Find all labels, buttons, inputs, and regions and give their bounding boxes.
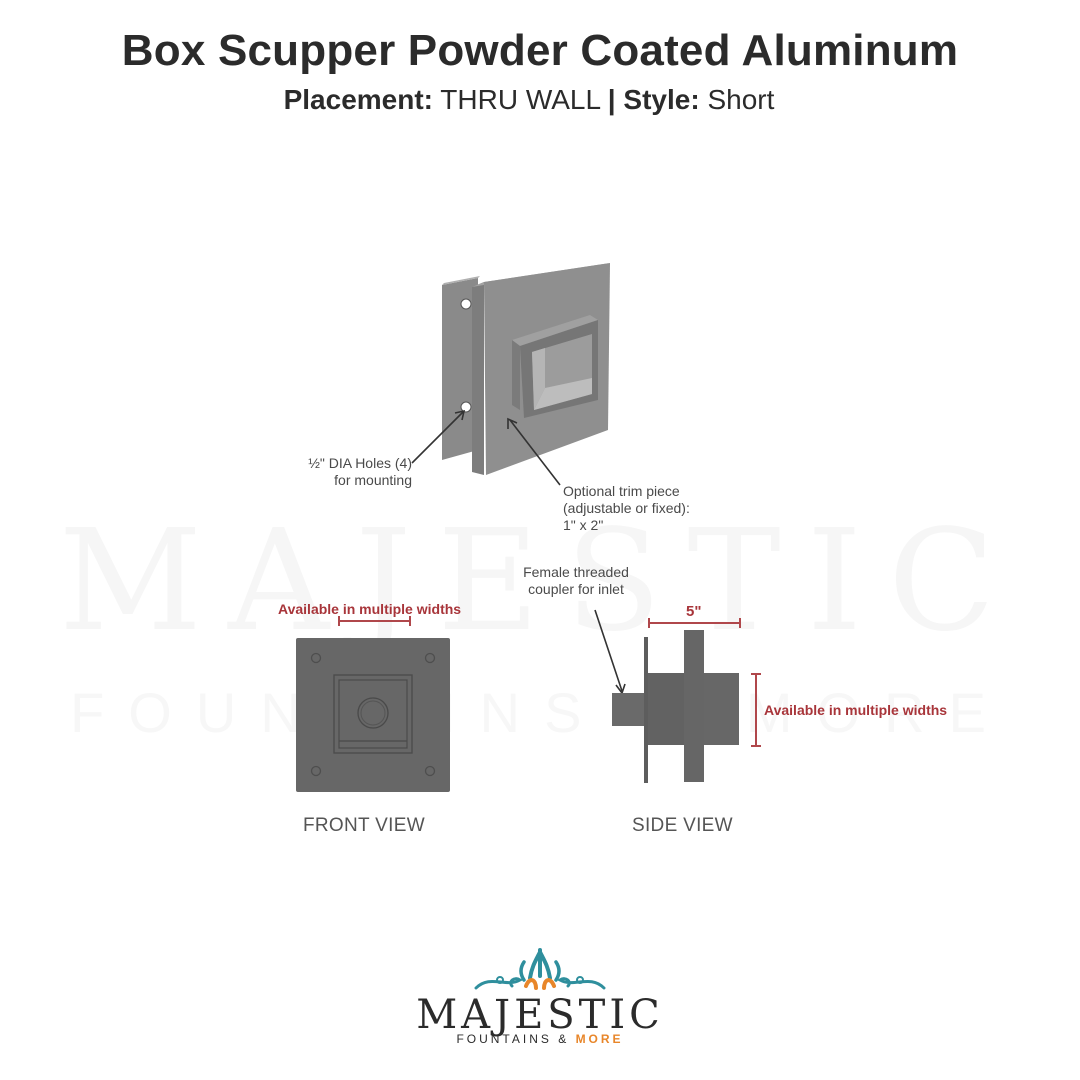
holes-callout: ½" DIA Holes (4) for mounting [308, 455, 412, 488]
page-title: Box Scupper Powder Coated Aluminum [121, 26, 959, 75]
side-view-drawing [612, 630, 739, 783]
front-view-label: FRONT VIEW [303, 815, 425, 836]
side-height-note: Available in multiple widths [764, 702, 948, 718]
logo-brand: MAJESTIC [416, 992, 664, 1038]
height-dimension-line [755, 673, 757, 747]
placement-value: THRU WALL [440, 84, 600, 115]
front-view-drawing [296, 638, 450, 792]
subtitle: Placement: THRU WALL | Style: Short [283, 84, 775, 115]
coupler-callout: Female threaded coupler for inlet [523, 564, 629, 597]
placement-label: Placement [283, 84, 424, 115]
depth-dimension: 5" [686, 603, 702, 620]
callout-arrows [411, 409, 561, 486]
logo-tagline: FOUNTAINS & MORE [456, 1032, 624, 1046]
logo-emblem-icon [474, 948, 606, 990]
watermark-tagline: FOUNTAINS & MORE [70, 681, 1010, 744]
watermark-brand: MAJESTIC [58, 500, 1022, 663]
isometric-view-drawing [442, 263, 610, 475]
front-width-note: Available in multiple widths [278, 601, 462, 617]
trim-callout: Optional trim piece (adjustable or fixed… [563, 483, 690, 533]
front-dimension-line [338, 620, 411, 622]
style-label: Style [623, 84, 691, 115]
side-view-label: SIDE VIEW [632, 815, 733, 836]
separator: | [607, 84, 616, 115]
style-value: Short [707, 84, 775, 115]
depth-dimension-line [648, 622, 740, 624]
logo-tagline-accent: MORE [575, 1032, 624, 1046]
